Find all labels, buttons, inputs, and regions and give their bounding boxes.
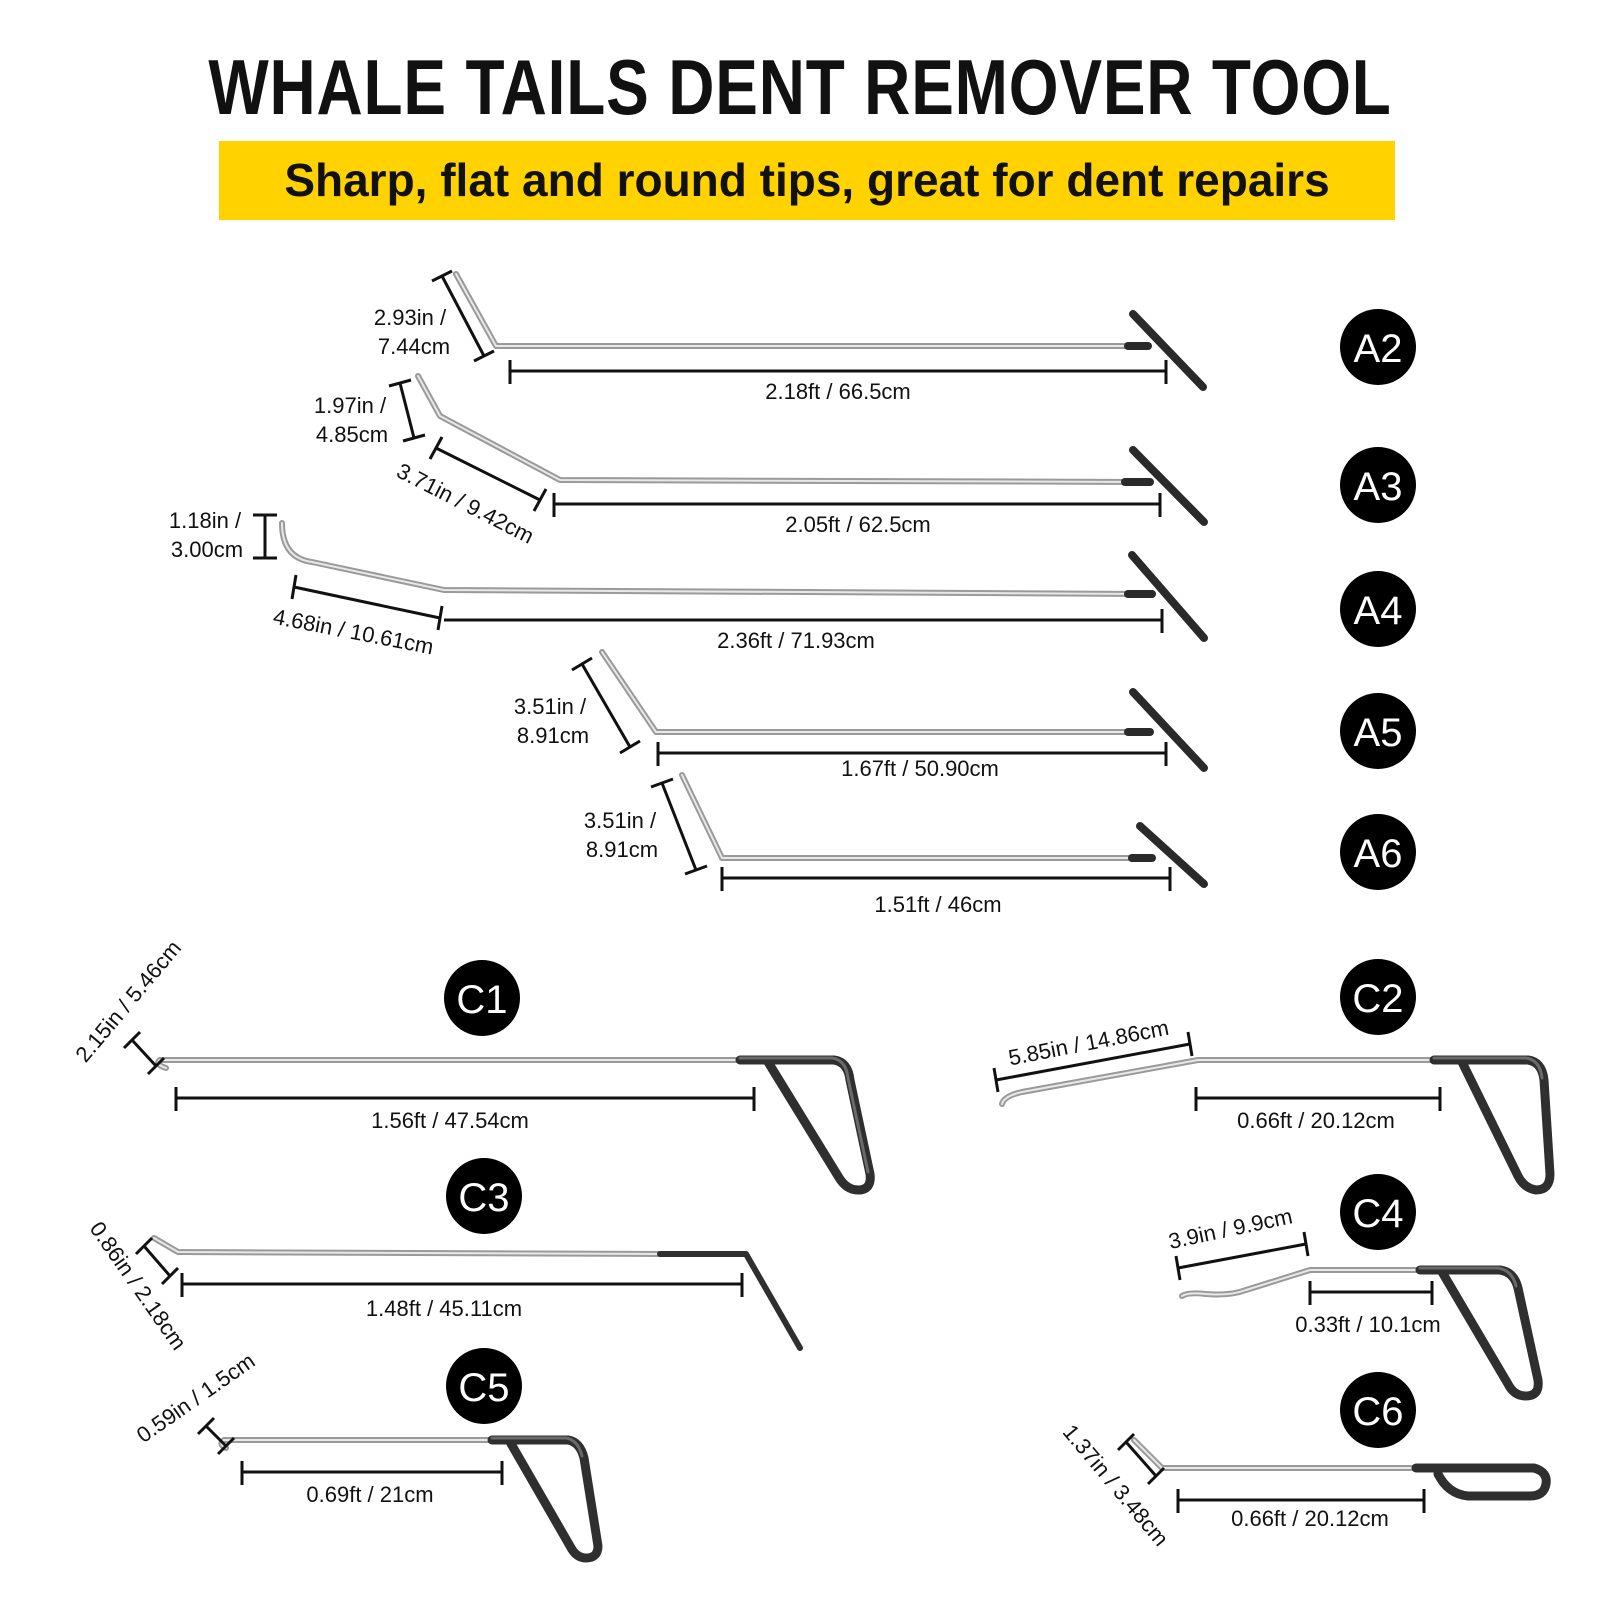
c4-badge [1340, 1174, 1416, 1250]
c6-loop-handle [1411, 1463, 1551, 1501]
a3-badge-label: A3 [1354, 465, 1403, 509]
a2-tip-label-2: 7.44cm [378, 334, 450, 359]
a2-t-handle [1129, 310, 1207, 391]
a6-tip-label-2: 8.91cm [586, 837, 658, 862]
c1-badge [444, 960, 520, 1036]
c4-tip-label: 3.9in / 9.9cm [1166, 1203, 1294, 1254]
a4-tip-label-1: 1.18in / [169, 508, 242, 533]
c5-rod [218, 1437, 495, 1451]
c5-tip-label: 0.59in / 1.5cm [132, 1348, 260, 1448]
a5-length-label: 1.67ft / 50.90cm [841, 756, 999, 781]
tool-c6: 1.37in / 3.48cm 0.66ft / 20.12cm C6 [1058, 1372, 1551, 1551]
a4-tip-label-2: 3.00cm [171, 537, 243, 562]
a6-badge-label: A6 [1354, 832, 1403, 876]
a3-badge [1340, 447, 1416, 523]
c1-tip-label: 2.15in / 5.46cm [70, 936, 186, 1067]
c2-length-label: 0.66ft / 20.12cm [1237, 1108, 1395, 1133]
c5-loop-handle [487, 1435, 603, 1563]
a2-badge [1340, 309, 1416, 385]
tool-a2: 2.93in / 7.44cm 2.18ft / 66.5cm A2 [374, 269, 1416, 404]
subtitle-banner [219, 141, 1395, 220]
subtitle: Sharp, flat and round tips, great for de… [284, 154, 1330, 206]
c5-badge-label: C5 [458, 1366, 509, 1410]
a3-bend-label: 3.71in / 9.42cm [393, 458, 538, 549]
a3-tip-label-2: 4.85cm [316, 422, 388, 447]
a5-tip-label-2: 8.91cm [517, 723, 589, 748]
a2-length-label: 2.18ft / 66.5cm [765, 379, 911, 404]
tool-c2: 5.85in / 14.86cm 0.66ft / 20.12cm C2 [992, 959, 1555, 1195]
c5-badge [446, 1348, 522, 1424]
tool-a5: 3.51in / 8.91cm 1.67ft / 50.90cm A5 [514, 649, 1416, 781]
c3-length-label: 1.48ft / 45.11cm [366, 1296, 522, 1321]
c6-badge-label: C6 [1352, 1390, 1403, 1434]
c6-length-label: 0.66ft / 20.12cm [1231, 1506, 1389, 1531]
a6-tip-label-1: 3.51in / [584, 808, 657, 833]
a6-length-label: 1.51ft / 46cm [874, 892, 1001, 917]
c3-badge [446, 1158, 522, 1234]
c6-tip-label: 1.37in / 3.48cm [1058, 1420, 1174, 1551]
c1-loop-handle [735, 1055, 875, 1195]
page-title: WHALE TAILS DENT REMOVER TOOL [208, 43, 1392, 131]
c4-length-label: 0.33ft / 10.1cm [1295, 1312, 1441, 1337]
a5-badge-label: A5 [1354, 711, 1403, 755]
c3-badge-label: C3 [458, 1176, 509, 1220]
c1-badge-label: C1 [456, 978, 507, 1022]
c3-tip-label: 0.86in / 2.18cm [85, 1217, 192, 1355]
a6-t-handle [1136, 822, 1208, 888]
a2-tip-label-1: 2.93in / [374, 305, 447, 330]
tool-c3: 0.86in / 2.18cm 1.48ft / 45.11cm C3 [85, 1158, 803, 1355]
a2-rod [453, 271, 1143, 349]
a6-rod [679, 772, 1153, 861]
a5-tip-label-1: 3.51in / [514, 694, 587, 719]
a3-t-handle [1129, 446, 1208, 526]
a5-t-handle [1129, 688, 1208, 772]
c3-angled-handle [657, 1251, 803, 1351]
tool-c5: 0.59in / 1.5cm 0.69ft / 21cm C5 [132, 1348, 603, 1563]
a4-length-label: 2.36ft / 71.93cm [717, 628, 875, 653]
a3-tip-label-1: 1.97in / [314, 393, 387, 418]
a6-badge [1340, 814, 1416, 890]
c5-length-label: 0.69ft / 21cm [306, 1482, 433, 1507]
a3-length-label: 2.05ft / 62.5cm [785, 512, 931, 537]
c2-loop-handle [1429, 1055, 1555, 1195]
c2-badge-label: C2 [1352, 977, 1403, 1021]
a4-badge-label: A4 [1354, 589, 1403, 633]
a4-badge [1340, 571, 1416, 647]
tool-c4: 3.9in / 9.9cm 0.33ft / 10.1cm C4 [1166, 1174, 1543, 1401]
a2-badge-label: A2 [1354, 327, 1403, 371]
a5-rod [599, 649, 1151, 735]
c4-badge-label: C4 [1352, 1192, 1403, 1236]
c6-badge [1340, 1372, 1416, 1448]
tool-a6: 3.51in / 8.91cm 1.51ft / 46cm A6 [584, 772, 1416, 917]
a5-badge [1340, 693, 1416, 769]
c1-length-label: 1.56ft / 47.54cm [371, 1108, 529, 1133]
a4-t-handle [1128, 551, 1208, 642]
tool-c1: 2.15in / 5.46cm 1.56ft / 47.54cm C1 [70, 936, 875, 1195]
c2-badge [1340, 959, 1416, 1035]
c1-rod [155, 1057, 743, 1071]
